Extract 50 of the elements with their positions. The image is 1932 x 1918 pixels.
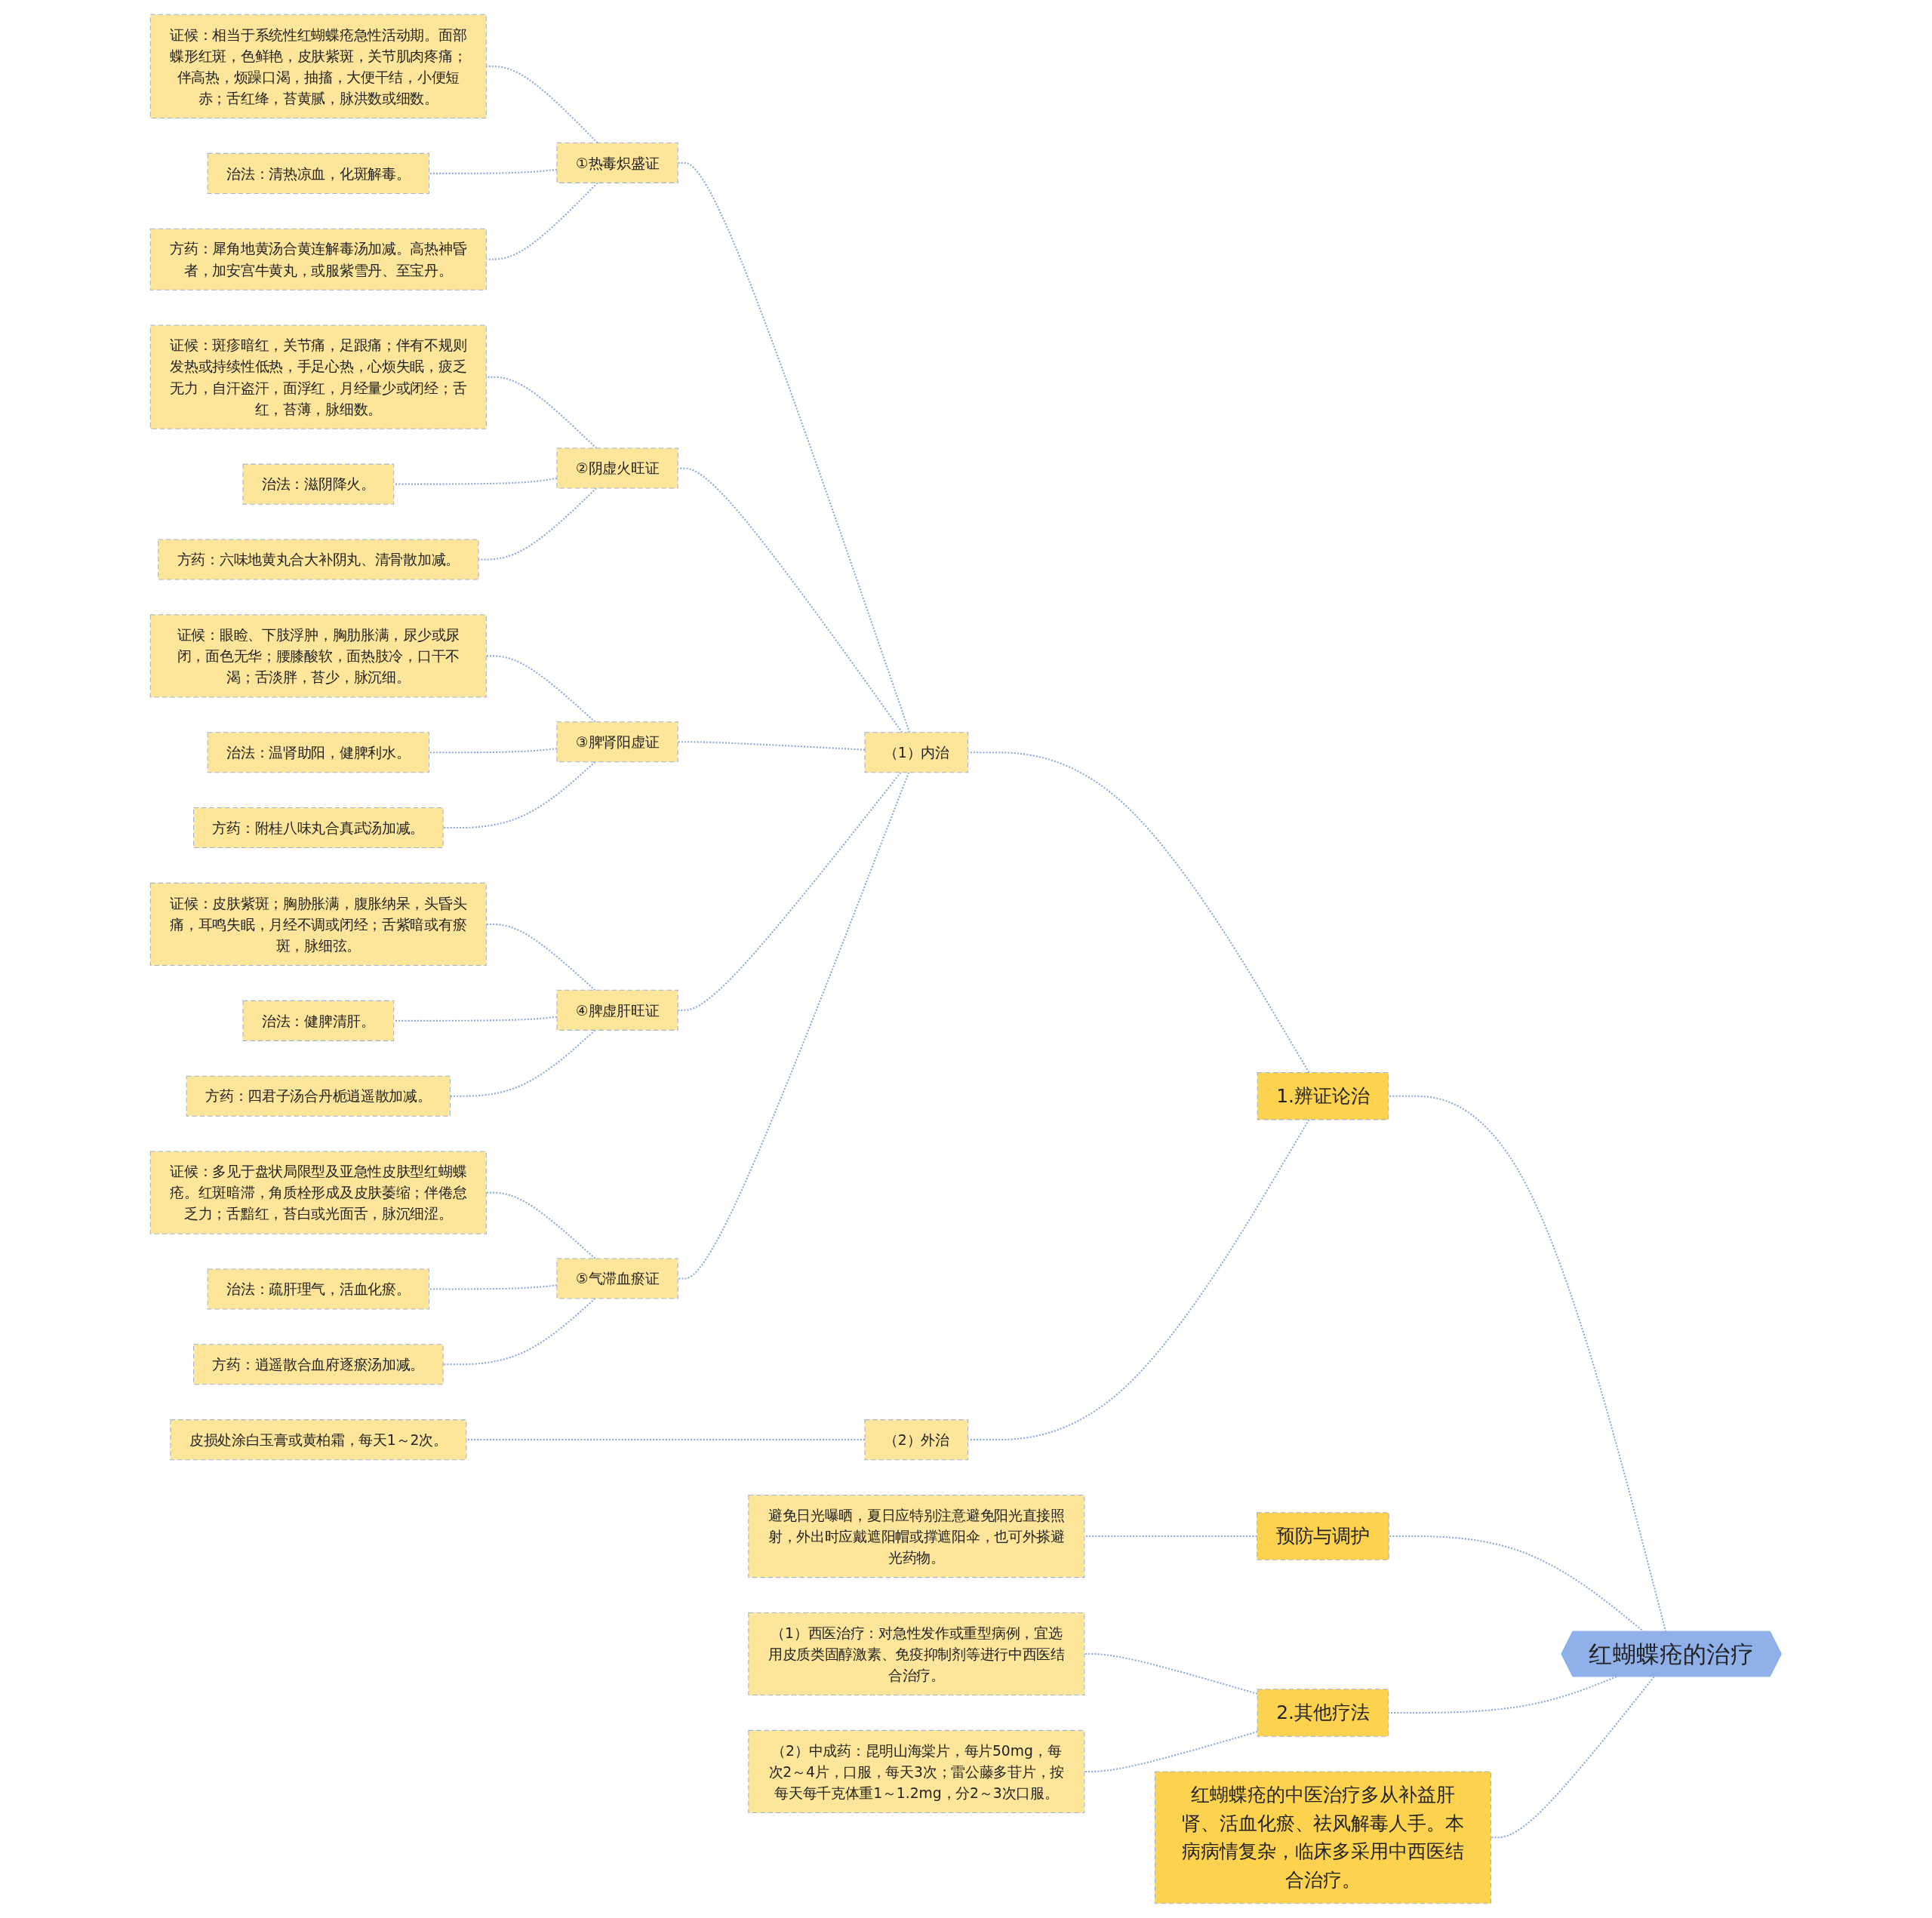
node-box: ②阴虚火旺证 [556, 447, 678, 489]
connector [429, 748, 558, 754]
node-box: 方药：四君子汤合丹栀逍遥散加减。 [186, 1075, 451, 1117]
connector [678, 467, 903, 733]
node-box: 证候：多见于盘状局限型及亚急性皮肤型红蝴蝶疮。红斑暗滞，角质栓形成及皮肤萎缩；伴倦怠乏力；舌黯红，苔白或光面舌，脉沉细涩。 [150, 1151, 488, 1234]
node-box: 治法：温肾助阳，健脾利水。 [207, 732, 430, 773]
connector [486, 182, 598, 260]
connector [443, 1298, 596, 1366]
node-box: 治法：疏肝理气，活血化瘀。 [207, 1268, 430, 1310]
connector [393, 1016, 558, 1022]
node-box: 证候：相当于系统性红蝴蝶疮急性活动期。面部蝶形红斑，色鲜艳，皮肤紫斑，关节肌肉疼痛；伴高热，烦躁口渴，抽搐，大便干结，小便短赤；舌红绛，苔黄腻，脉洪数或细数。 [150, 14, 488, 119]
node-box: 2.其他疗法 [1257, 1689, 1389, 1737]
node-box: 治法：滋阴降火。 [242, 463, 395, 505]
node-box: 方药：六味地黄丸合大补阴丸、清骨散加减。 [158, 539, 479, 580]
node-box: 皮损处涂白玉膏或黄柏霜，每天1～2次。 [170, 1419, 467, 1461]
connector [968, 752, 1310, 1074]
node-box: （2）中成药：昆明山海棠片，每片50mg，每次2～4片，口服，每天3次；雷公藤多苷片，按每天每千克体重1～1.2mg，分2～3次口服。 [748, 1729, 1085, 1814]
node-box: 证候：斑疹暗红，关节痛，足跟痛；伴有不规则发热或持续性低热，手足心热，心烦失眠，疲乏无力，自汗盗汗，面浮红，月经量少或闭经；舌红，苔薄，脉细数。 [150, 324, 488, 429]
connector [429, 1284, 558, 1290]
node-box: （1）内治 [864, 732, 969, 773]
node-box: 方药：犀角地黄汤合黄连解毒汤加减。高热神昏者，加安宫牛黄丸，或服紫雪丹、至宝丹。 [150, 228, 488, 290]
node-box: 治法：清热凉血，化斑解毒。 [207, 152, 430, 194]
node-box: ④脾虚肝旺证 [556, 989, 678, 1031]
node-box: ①热毒炽盛证 [556, 142, 678, 183]
connector [678, 161, 911, 733]
node-box: 证候：皮肤紫斑；胸胁胀满，腹胀纳呆，头昏头痛，耳鸣失眠，月经不调或闭经；舌紫暗或有瘀斑，脉细弦。 [150, 882, 488, 967]
connector [486, 65, 598, 144]
connector [678, 772, 910, 1280]
node-box: （2）外治 [864, 1419, 969, 1461]
connector [1389, 1535, 1645, 1633]
connector [478, 487, 598, 561]
connector [429, 168, 558, 174]
connector [486, 376, 598, 449]
node-box: 红蝴蝶疮的中医治疗多从补益肝肾、活血化瘀、祛风解毒人手。本病病情复杂，临床多采用中西医结合治疗。 [1155, 1771, 1492, 1904]
node-box: 证候：眼睑、下肢浮肿，胸肋胀满，尿少或尿闭，面色无华；腰膝酸软，面热肢冷，口干不渴；舌淡胖，苔少，脉沉细。 [150, 614, 488, 698]
node-box: （1）西医治疗：对急性发作或重型病例，宜选用皮质类固醇激素、免疫抑制剂等进行中西医结合治疗。 [748, 1612, 1085, 1696]
node-box: ⑤气滞血瘀证 [556, 1258, 678, 1299]
connector [1388, 1095, 1667, 1633]
node-box: 方药：逍遥散合血府逐瘀汤加减。 [193, 1344, 444, 1385]
node-box: 避免日光曝晒，夏日应特别注意避免阳光直接照射，外出时应戴遮阳帽或撑遮阳伞，也可外搽避光药物。 [748, 1494, 1085, 1578]
connector [443, 761, 596, 829]
node-box: 预防与调护 [1257, 1512, 1390, 1560]
node-box: 1.辨证论治 [1257, 1072, 1389, 1120]
connector [466, 1439, 866, 1441]
connector [393, 477, 558, 485]
connector [1491, 1676, 1655, 1839]
node-box: 治法：健脾清肝。 [242, 1000, 395, 1041]
node-box: 方药：附桂八味丸合真武汤加减。 [193, 807, 444, 849]
node-box: ③脾肾阳虚证 [556, 721, 678, 763]
connector [968, 1119, 1310, 1441]
